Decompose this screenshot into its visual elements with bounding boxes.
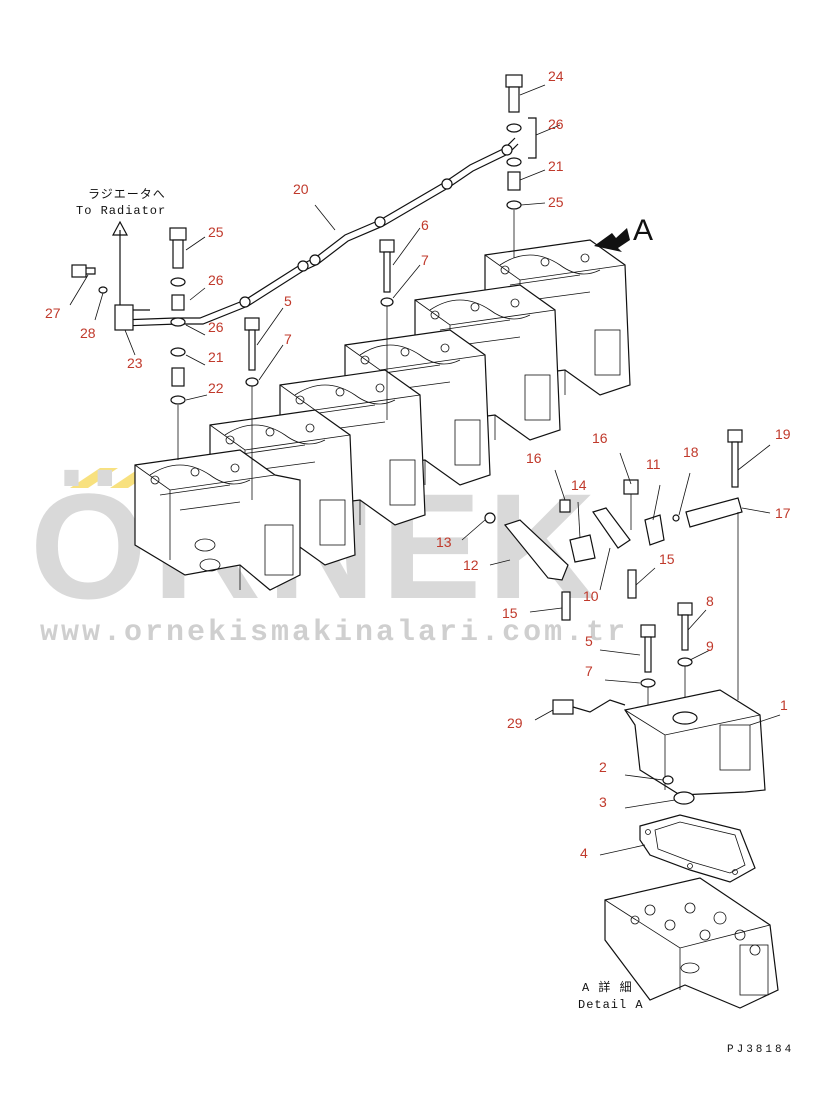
bracket-23 bbox=[111, 220, 150, 331]
detail-cylinder-head bbox=[604, 877, 779, 1009]
part-label: 10 bbox=[583, 588, 599, 604]
part-label: 7 bbox=[585, 663, 593, 679]
part-label: 16 bbox=[592, 430, 608, 446]
part-label: 7 bbox=[421, 252, 429, 268]
cylinder-head-assembly bbox=[134, 239, 631, 591]
detail-note-jp: A 詳 細 bbox=[582, 979, 633, 995]
annotations: ラジエータへ To Radiator A A 詳 細 Detail A PJ38… bbox=[76, 187, 794, 1056]
detail-note-en: Detail A bbox=[578, 998, 644, 1012]
part-label: 22 bbox=[208, 380, 224, 396]
bolts-middle bbox=[244, 239, 395, 500]
part-label: 6 bbox=[421, 217, 429, 233]
part-label: 15 bbox=[502, 605, 518, 621]
part-label: 28 bbox=[80, 325, 96, 341]
part-label: 5 bbox=[284, 293, 292, 309]
bolt-stack-left bbox=[71, 227, 187, 460]
view-letter: A bbox=[633, 214, 653, 247]
part-label: 20 bbox=[293, 181, 309, 197]
part-label: 23 bbox=[127, 355, 143, 371]
part-label: 2 bbox=[599, 759, 607, 775]
part-label: 5 bbox=[585, 633, 593, 649]
oil-pipe bbox=[119, 137, 519, 327]
bolt-stack-top bbox=[505, 74, 537, 258]
part-label: 4 bbox=[580, 845, 588, 861]
view-arrow-icon bbox=[594, 228, 630, 252]
part-label: 27 bbox=[45, 305, 61, 321]
part-label: 17 bbox=[775, 505, 791, 521]
watermark-url: www.ornekismakinalari.com.tr bbox=[40, 616, 628, 650]
part-label: 8 bbox=[706, 593, 714, 609]
part-labels: 24 26 21 25 20 6 7 25 26 27 28 26 5 7 23… bbox=[45, 68, 791, 861]
part-label: 9 bbox=[706, 638, 714, 654]
part-label: 1 bbox=[780, 697, 788, 713]
leader-lines bbox=[69, 84, 781, 856]
cylinder-head-1 bbox=[134, 449, 301, 591]
rocker-parts bbox=[484, 429, 743, 621]
part-label: 24 bbox=[548, 68, 564, 84]
bolts-lower bbox=[640, 602, 693, 710]
radiator-note-en: To Radiator bbox=[76, 204, 166, 218]
part-label: 19 bbox=[775, 426, 791, 442]
part-label: 18 bbox=[683, 444, 699, 460]
part-label: 26 bbox=[208, 272, 224, 288]
part-label: 26 bbox=[548, 116, 564, 132]
part-label: 15 bbox=[659, 551, 675, 567]
watermark-accent-left bbox=[70, 468, 118, 488]
part-label: 25 bbox=[548, 194, 564, 210]
part-label: 26 bbox=[208, 319, 224, 335]
part-label: 14 bbox=[571, 477, 587, 493]
part-label: 11 bbox=[646, 456, 661, 472]
part-label: 13 bbox=[436, 534, 452, 550]
view-arrow bbox=[594, 228, 630, 252]
part-label: 29 bbox=[507, 715, 523, 731]
housing-1 bbox=[552, 689, 766, 796]
part-label: 21 bbox=[548, 158, 564, 174]
part-label: 7 bbox=[284, 331, 292, 347]
radiator-note-jp: ラジエータへ bbox=[88, 187, 166, 202]
part-label: 16 bbox=[526, 450, 542, 466]
part-label: 12 bbox=[463, 557, 479, 573]
part-label: 21 bbox=[208, 349, 224, 365]
part-label: 3 bbox=[599, 794, 607, 810]
drawing-code: PJ38184 bbox=[727, 1044, 794, 1056]
part-label: 25 bbox=[208, 224, 224, 240]
